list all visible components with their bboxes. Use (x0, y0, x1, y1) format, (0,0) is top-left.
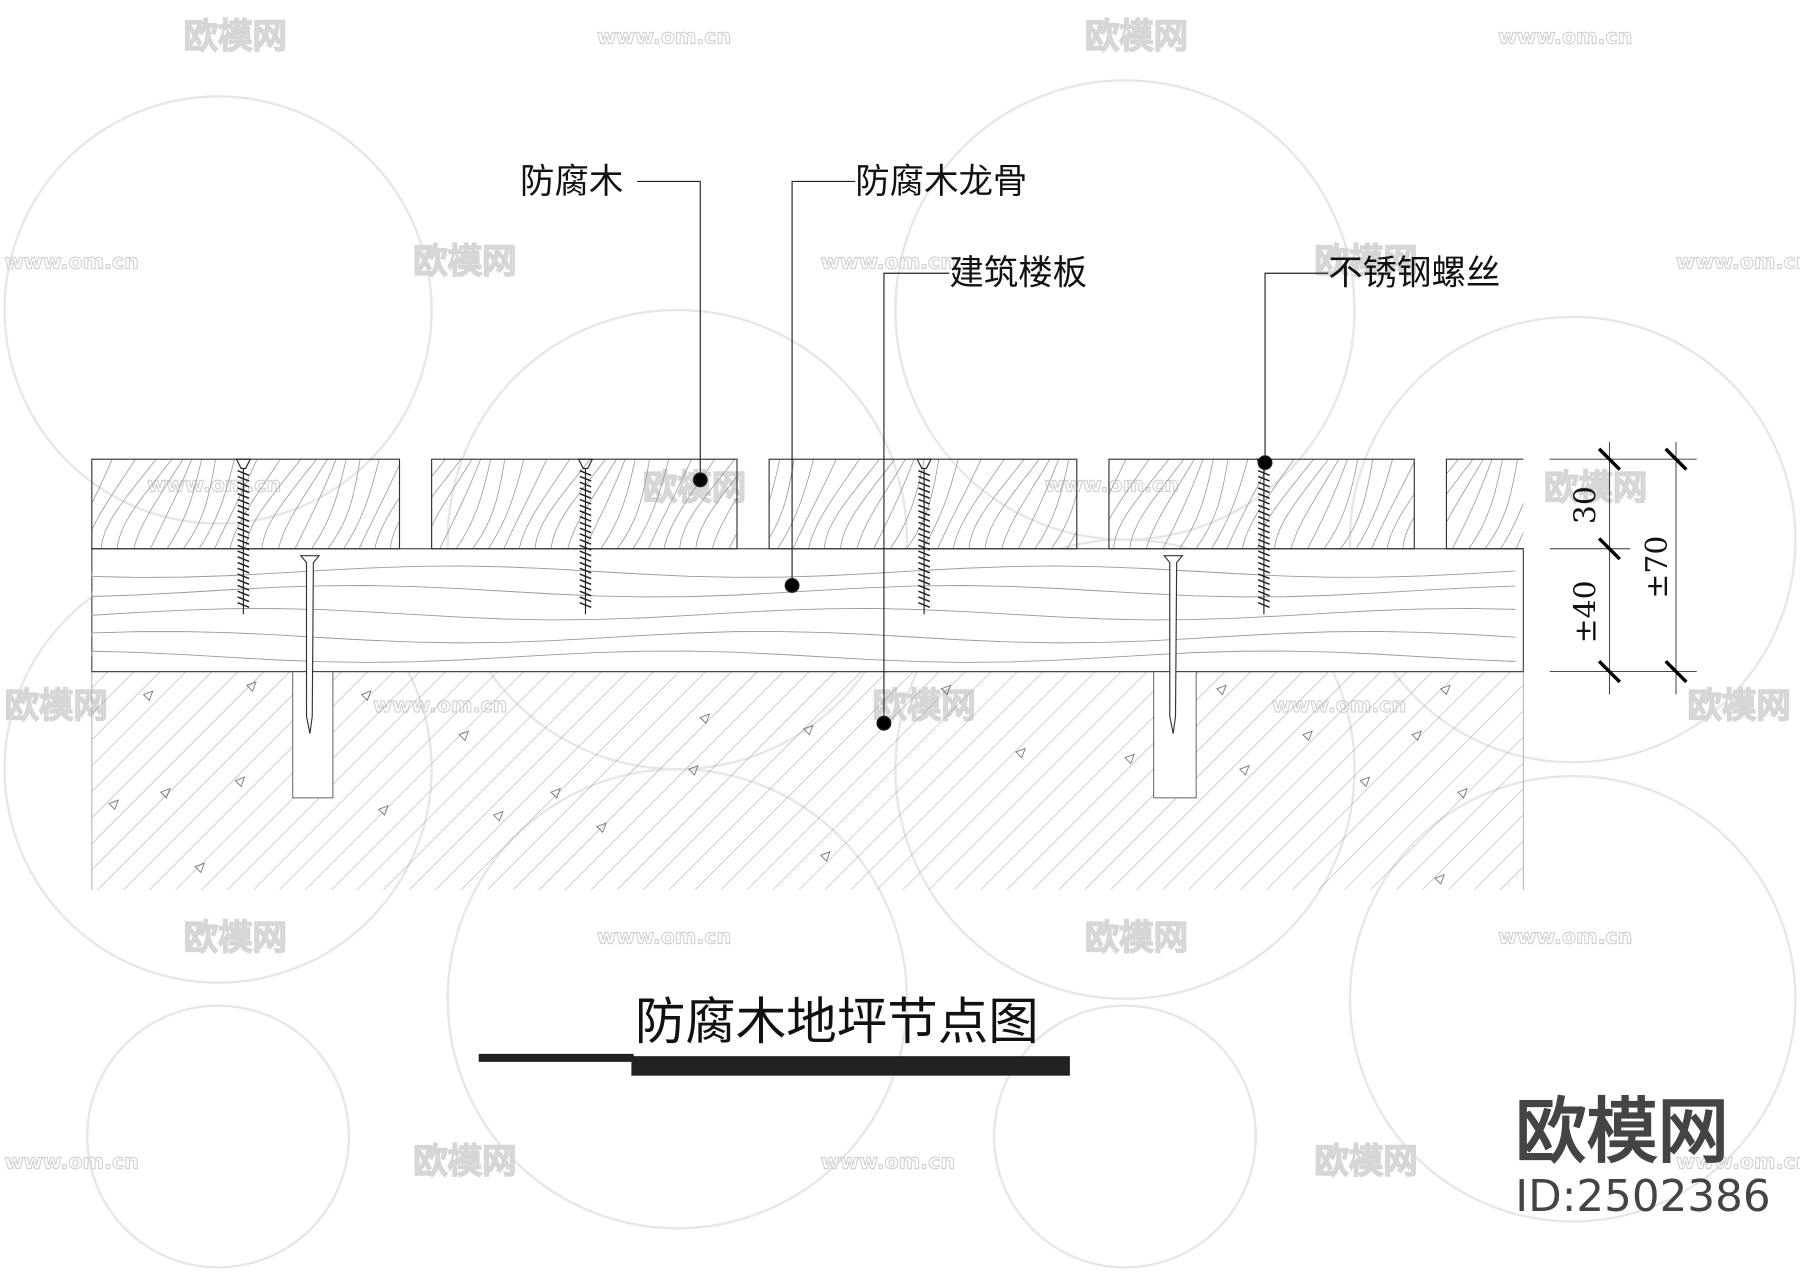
concrete-slab (91, 671, 1524, 890)
leader-screw (1257, 272, 1329, 471)
anchor-nail (299, 555, 321, 734)
label-joist: 防腐木龙骨 (855, 162, 1027, 202)
deck-board (1445, 458, 1524, 550)
drawing-title: 防腐木地坪节点图 (635, 992, 1039, 1051)
watermark-url: www.om.cn (597, 925, 731, 949)
watermark-url: www.om.cn (597, 25, 731, 49)
title-underline-thin (478, 1053, 634, 1062)
model-id: ID:2502386 (1515, 1172, 1770, 1222)
dimension-total: ±70 (1640, 536, 1675, 599)
expansion-anchors (299, 555, 1184, 734)
watermark-url: www.om.cn (1676, 1150, 1800, 1174)
screw (577, 458, 594, 615)
dimension-board: 30 (1569, 486, 1604, 524)
watermark-url: www.om.cn (1045, 472, 1179, 496)
watermark-url: www.om.cn (821, 250, 955, 274)
watermark-brand: 欧模网 (413, 1142, 516, 1182)
watermark-brand: 欧模网 (5, 687, 108, 727)
watermark-brand: 欧模网 (1085, 17, 1188, 57)
watermark-brand: 欧模网 (1085, 918, 1188, 958)
leader-slab (876, 272, 950, 731)
wood-joist (91, 548, 1524, 673)
watermark-arcs (3, 79, 1797, 1269)
screw (916, 458, 932, 615)
watermark-brand: 欧模网 (1688, 687, 1791, 727)
stainless-screws (235, 458, 1272, 615)
leader-wood (637, 180, 708, 488)
screw (235, 458, 252, 615)
dimension-joist: ±40 (1569, 580, 1604, 643)
watermark-brand: 欧模网 (1314, 242, 1417, 282)
watermark-brand: 欧模网 (1314, 1142, 1417, 1182)
label-slab: 建筑楼板 (949, 254, 1087, 294)
dimension-lines (1549, 441, 1697, 695)
watermark-url: www.om.cn (147, 472, 281, 496)
watermark-brand: 欧模网 (184, 17, 287, 57)
label-screw: 不锈钢螺丝 (1328, 254, 1500, 294)
watermark-url: www.om.cn (821, 1150, 955, 1174)
watermark-url: www.om.cn (5, 1150, 139, 1174)
anchor-nail (1162, 555, 1184, 734)
leader-joist (784, 180, 856, 593)
title-underline-thick (631, 1056, 1070, 1076)
watermark-url: www.om.cn (1498, 925, 1632, 949)
decking-boards (91, 458, 1524, 550)
watermark-brand: 欧模网 (413, 242, 516, 282)
brand-logo: 欧模网 (1515, 1090, 1728, 1173)
watermark-url: www.om.cn (1498, 25, 1632, 49)
watermark-brand: 欧模网 (184, 918, 287, 958)
watermark-brand: 欧模网 (1544, 468, 1647, 508)
watermark-url: www.om.cn (5, 250, 139, 274)
label-wood: 防腐木 (520, 162, 623, 202)
watermark-url: www.om.cn (1676, 250, 1800, 274)
screw (1256, 458, 1272, 615)
